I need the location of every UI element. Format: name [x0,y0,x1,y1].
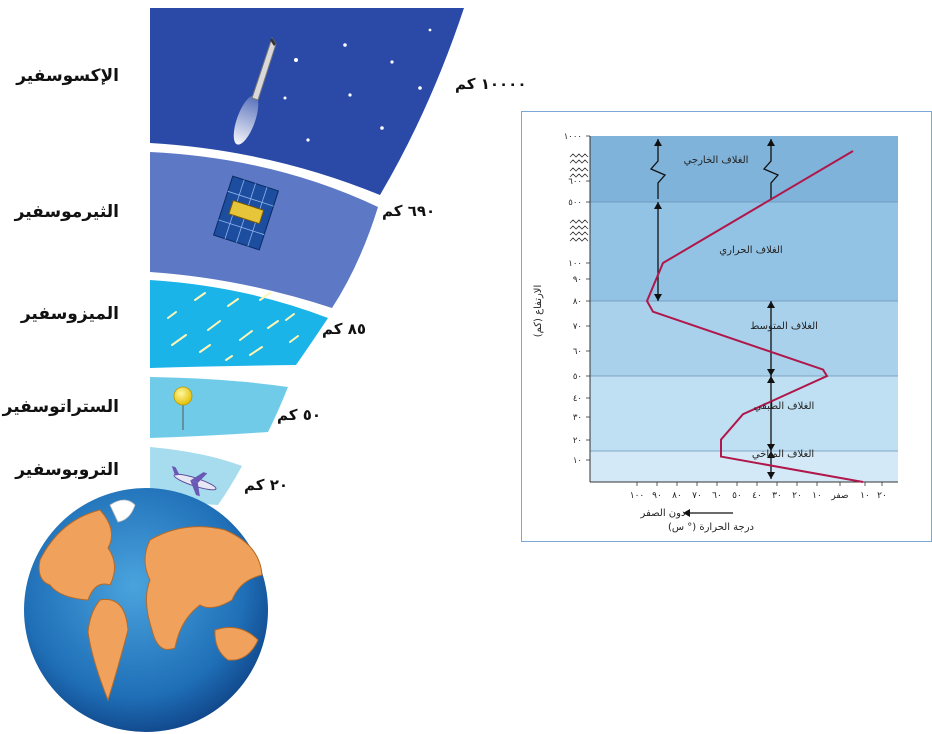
altitude-label-thermosphere: ٦٩٠ كم [382,202,436,220]
axis-break-mark [569,159,589,164]
y-tick-label: ٨٠ [573,297,582,307]
axis-break-mark [569,167,589,172]
y-tick-label: ٤٠ [573,394,582,404]
stars-icon [283,28,432,142]
rocket-icon [233,36,277,145]
y-tick-label: ١٠٠ [568,259,582,269]
mesosphere-arrow-head [767,369,775,376]
y-tick-label: ٥٠ [573,372,582,382]
chart-plot: ١٠٠٠ ٦٠٠ ٥٠٠ ١٠٠ ٩٠ ٨٠ ٧٠ ٦٠ ٥٠ ٤٠ ٣٠ ٢٠ ١٠ الارتفاع … [533,132,898,533]
y-axis-label: الارتفاع (كم) [533,285,544,338]
zone-band [590,451,898,482]
axis-break-mark [569,237,589,242]
layer-name-troposphere: التروبوسفير [15,460,119,480]
zone-band [590,202,898,301]
exosphere-arrow-head [767,139,775,146]
troposphere-band [150,447,242,505]
zone-label: الغلاف المتوسط [750,321,818,332]
x-tick-label: ٦٠ [712,491,722,501]
zone-label: الغلاف المناخي [752,449,814,460]
x-tick-label: ١٠ [860,491,870,501]
x-tick-label: ١٠٠ [630,491,645,501]
y-tick-label: ١٠٠٠ [564,132,582,142]
layer-name-thermosphere: الثيرموسفير [14,202,119,222]
zone-label: الغلاف الخارجي [684,155,749,166]
axis-break-mark [569,173,589,178]
axis-break-mark [569,225,589,230]
troposphere-arrow-head [767,451,775,458]
x-axis-label: درجة الحرارة (° س) [668,522,754,533]
stratosphere-band [150,377,288,438]
temperature-profile-chart: ١٠٠٠ ٦٠٠ ٥٠٠ ١٠٠ ٩٠ ٨٠ ٧٠ ٦٠ ٥٠ ٤٠ ٣٠ ٢٠ ١٠ الارتفاع … [521,111,932,542]
x-tick-label: ١٠ [812,491,822,501]
layer-name-exosphere: الإكسوسفير [16,66,119,86]
y-tick-label: ٢٠ [573,436,582,446]
exosphere-arrow [762,139,780,199]
x-tick-label: صفر [830,491,848,501]
y-tick-label: ٥٠٠ [568,198,582,208]
x-tick-label: ٣٠ [772,491,782,501]
y-tick-label: ٧٠ [573,322,582,332]
x-tick-label: ٤٠ [752,491,762,501]
altitude-label-mesosphere: ٨٥ كم [322,320,367,338]
thermosphere-arrow-head [654,202,662,209]
thermosphere-arrow-head [654,294,662,301]
below-zero-arrow-head [683,509,690,517]
x-tick-label: ٥٠ [732,491,742,501]
meteors-icon [167,292,299,361]
airplane-icon [171,466,217,497]
atmosphere-layers-diagram [24,8,464,732]
exosphere-arrow [649,139,667,199]
stratosphere-arrow-head [767,376,775,383]
layer-name-stratosphere: الستراتوسفير [2,397,119,417]
x-tick-label: ٢٠ [877,491,887,501]
y-tick-label: ١٠ [573,456,582,466]
y-tick-label: ٣٠ [573,413,582,423]
altitude-label-troposphere: ٢٠ كم [244,476,289,494]
x-tick-label: ٧٠ [692,491,702,501]
below-zero-label: دون الصفر [640,508,686,519]
layer-name-mesosphere: الميزوسفير [20,304,119,324]
satellite-icon [212,175,280,251]
exosphere-arrow-head [654,139,662,146]
balloon-icon [173,386,193,430]
axis-break-mark [569,153,589,158]
axis-break-mark [569,231,589,236]
y-tick-label: ٦٠ [573,347,582,357]
earth-globe-icon [24,488,268,732]
mesosphere-arrow-head [767,301,775,308]
troposphere-arrow-head [767,472,775,479]
zone-label: الغلاف الطبقي [754,401,815,412]
x-tick-label: ٢٠ [792,491,802,501]
stratosphere-arrow-head [767,444,775,451]
x-tick-label: ٨٠ [672,491,682,501]
x-tick-label: ٩٠ [652,491,662,501]
exosphere-band [150,8,464,195]
y-tick-label: ٩٠ [573,275,582,285]
zone-band [590,136,898,202]
y-tick-label: ٦٠٠ [568,177,582,187]
zone-label: الغلاف الحراري [719,245,782,256]
zone-band [590,301,898,376]
temperature-line [645,150,864,483]
altitude-label-exosphere: ١٠٠٠٠ كم [455,75,527,93]
altitude-label-stratosphere: ٥٠ كم [277,406,322,424]
axis-break-mark [569,219,589,224]
mesosphere-band [150,280,328,368]
